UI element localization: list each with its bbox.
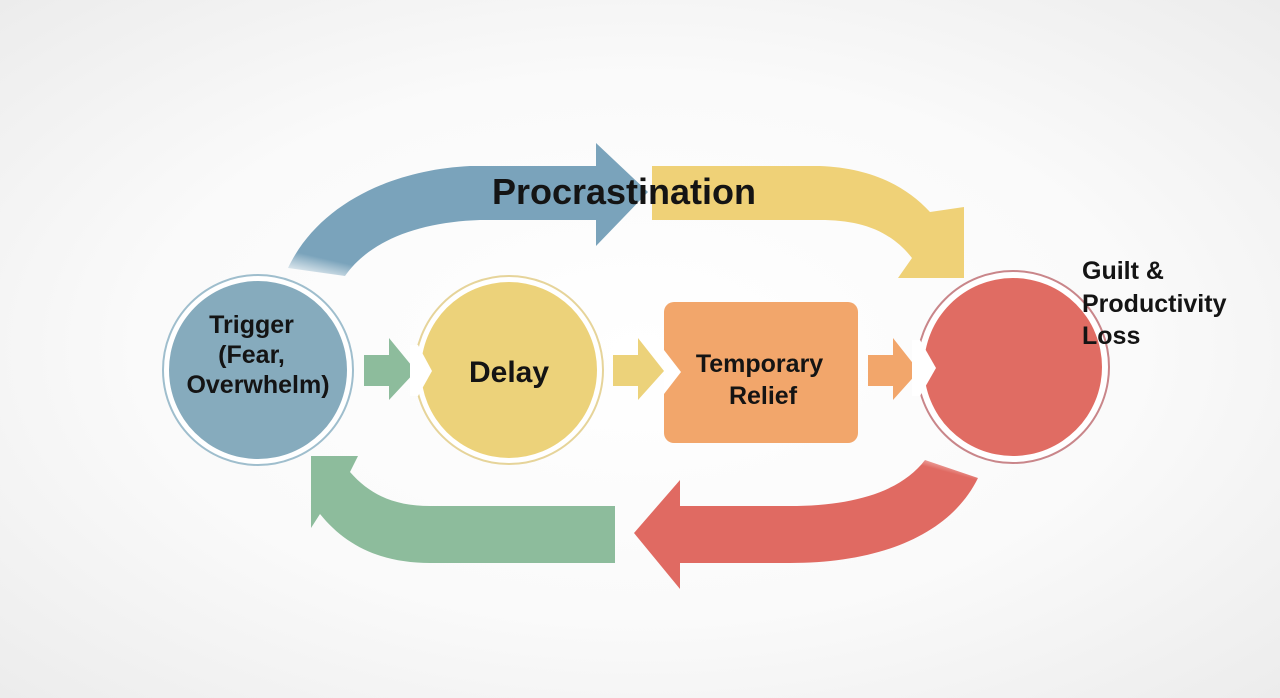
svg-text:Trigger (Fear, Ove: Trigger (Fear, Overwhelm) xyxy=(186,311,329,399)
node-temporary-relief: Temporary Relief xyxy=(664,302,858,443)
node-relief-label-line-2: Relief xyxy=(729,382,798,410)
curved-arrow-guilt-to-bottom xyxy=(634,460,978,589)
node-guilt xyxy=(912,270,1110,464)
node-trigger: Trigger (Fear, Overwhelm) xyxy=(162,274,354,466)
small-arrow-delay-to-relief xyxy=(613,338,664,400)
node-trigger-label-line-3: Overwhelm) xyxy=(186,371,329,399)
curved-arrow-top-to-guilt xyxy=(652,166,964,278)
node-guilt-label: Guilt & Productivity Loss xyxy=(1082,257,1233,350)
node-trigger-label-line-2: (Fear, xyxy=(218,341,285,369)
node-delay-label: Delay xyxy=(469,356,549,389)
curved-arrow-bottom-to-trigger xyxy=(311,456,615,563)
node-relief-label-line-1: Temporary xyxy=(696,350,823,378)
node-guilt-label-line-1: Guilt & xyxy=(1082,257,1164,285)
svg-text:Temporary Relief: Temporary Relief xyxy=(696,350,830,410)
small-arrow-relief-to-guilt xyxy=(868,338,919,400)
node-trigger-label-line-1: Trigger xyxy=(209,311,294,339)
curved-arrow-trigger-to-top xyxy=(288,143,648,276)
node-delay: Delay xyxy=(410,275,604,465)
node-guilt-label-line-3: Loss xyxy=(1082,322,1140,350)
diagram-title: Procrastination xyxy=(492,171,756,212)
node-guilt-label-line-2: Productivity xyxy=(1082,290,1227,318)
small-arrow-trigger-to-delay xyxy=(364,338,416,400)
